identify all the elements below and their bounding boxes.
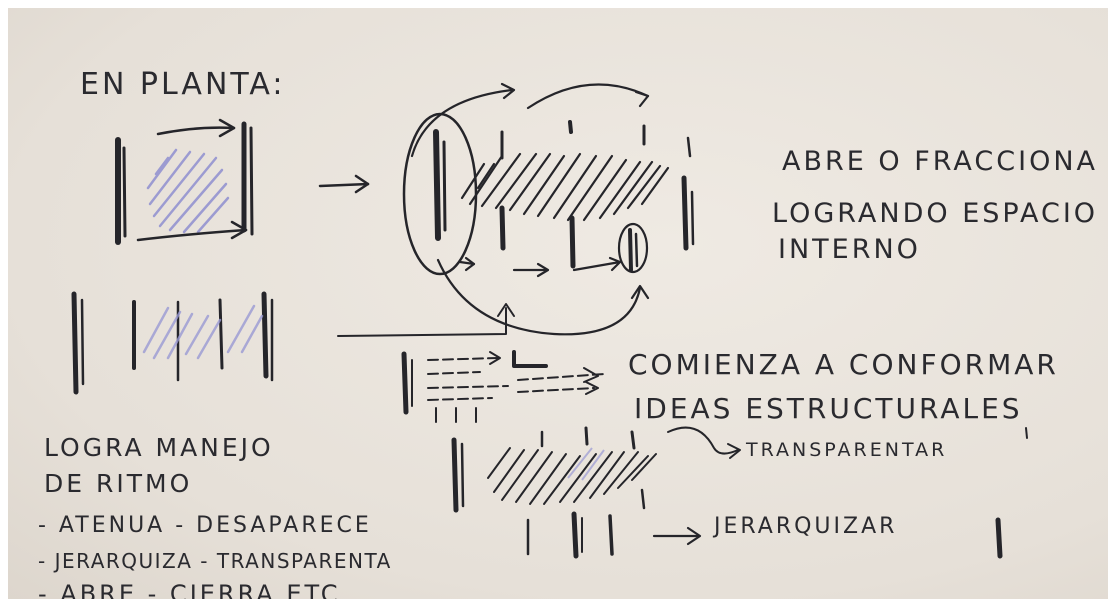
note-comienza-line-1: COMIENZA A CONFORMAR bbox=[628, 348, 1059, 381]
transparentar-walls bbox=[451, 426, 646, 513]
transparentar-blue bbox=[567, 447, 605, 481]
circled-wall-small bbox=[617, 222, 649, 274]
note-abre-line-3: INTERNO bbox=[778, 234, 921, 265]
note-logra-line-2: DE RITMO bbox=[44, 469, 192, 498]
flow-arrows-bottom bbox=[458, 256, 622, 278]
heading-en-planta: EN PLANTA: bbox=[80, 67, 286, 102]
rhythm-blue-hatch bbox=[142, 304, 264, 360]
arrow-transparentar bbox=[667, 426, 741, 459]
note-logra-manejo: LOGRA MANEJO DE RITMO - ATENUA - DESAPAR… bbox=[38, 433, 392, 599]
sketch-sheet: EN PLANTA: ABRE O FRACCIONA LOGRANDO ESP… bbox=[8, 8, 1108, 599]
stray-mark bbox=[1025, 427, 1028, 439]
diagram-jerarquizar bbox=[526, 511, 1003, 559]
diagram-structural bbox=[401, 350, 605, 423]
connector-line bbox=[337, 303, 515, 337]
arrow-right-bottom bbox=[136, 220, 248, 242]
note-abre-o-fracciona: ABRE O FRACCIONA LOGRANDO ESPACIO INTERN… bbox=[772, 146, 1098, 265]
diagram-transparentar bbox=[451, 426, 741, 513]
flow-arrows-top bbox=[410, 82, 650, 158]
note-logra-line-4: - JERARQUIZA - TRANSPARENTA bbox=[38, 549, 392, 573]
arrow-right-top bbox=[156, 118, 236, 138]
sketch-drawing: EN PLANTA: ABRE O FRACCIONA LOGRANDO ESP… bbox=[38, 67, 1098, 599]
note-comienza-a-conformar: COMIENZA A CONFORMAR IDEAS ESTRUCTURALES bbox=[628, 348, 1059, 425]
structural-dashed-arrows bbox=[427, 357, 605, 401]
arrow-jerarquizar bbox=[652, 526, 702, 546]
hatch-main bbox=[460, 152, 670, 222]
note-abre-line-1: ABRE O FRACCIONA bbox=[782, 146, 1098, 177]
wall-right bbox=[241, 121, 254, 236]
wall-left bbox=[115, 137, 127, 245]
note-logra-line-5: - ABRE - CIERRA ETC. bbox=[38, 580, 351, 599]
label-jerarquizar: JERARQUIZAR bbox=[712, 514, 897, 539]
label-transparentar: TRANSPARENTAR bbox=[745, 439, 947, 461]
arrow-to-diagram-2 bbox=[318, 174, 370, 194]
diagram-two-walls bbox=[115, 118, 254, 245]
diagram-rhythm bbox=[71, 291, 274, 395]
transparentar-hatch bbox=[487, 447, 657, 505]
blue-hatch-area bbox=[146, 148, 230, 234]
walls-inner bbox=[499, 120, 695, 269]
diagram-circled bbox=[402, 82, 695, 336]
structural-arrowheads bbox=[489, 351, 599, 395]
note-logra-line-3: - ATENUA - DESAPARECE bbox=[38, 513, 372, 538]
note-comienza-line-2: IDEAS ESTRUCTURALES bbox=[634, 392, 1023, 425]
jerarquizar-walls bbox=[526, 511, 1003, 559]
structural-walls bbox=[401, 350, 548, 423]
note-abre-line-2: LOGRANDO ESPACIO bbox=[772, 198, 1098, 229]
loop-arrow bbox=[436, 258, 650, 336]
rhythm-walls bbox=[71, 291, 274, 395]
note-logra-line-1: LOGRA MANEJO bbox=[44, 433, 274, 462]
